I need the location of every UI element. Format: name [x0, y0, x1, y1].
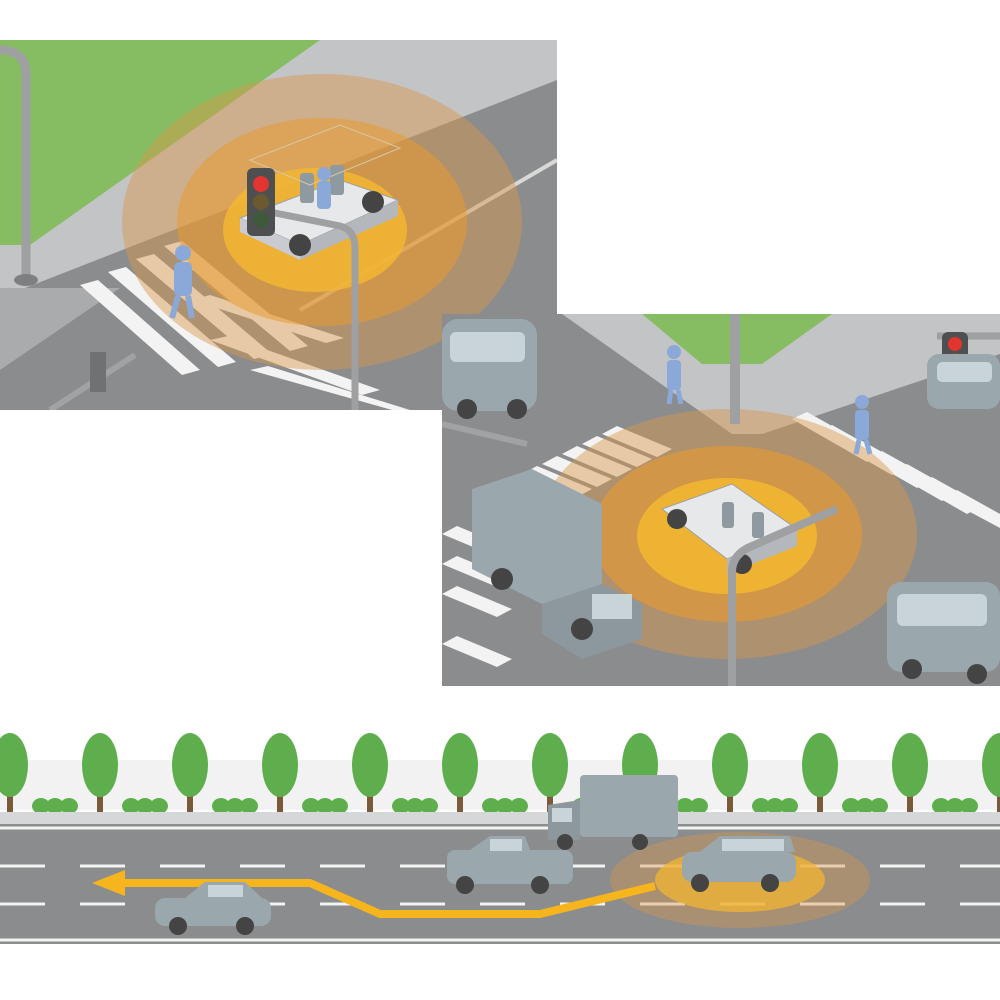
- crosswalk-scene: [0, 40, 557, 410]
- tree-icon: [82, 733, 168, 814]
- pedestrian-icon: [169, 245, 195, 319]
- sidewalk: [562, 314, 1000, 434]
- tree-icon: [802, 733, 888, 814]
- crosswalk-right: [792, 412, 1000, 528]
- bush-icon: [240, 798, 258, 814]
- bush-icon: [482, 798, 500, 814]
- bush-icon: [420, 798, 438, 814]
- van-icon: [442, 319, 537, 419]
- bush-icon: [510, 798, 528, 814]
- bush-icon: [330, 798, 348, 814]
- tree-icon: [712, 733, 798, 814]
- passenger-icon: [317, 167, 331, 209]
- bush-icon: [676, 798, 694, 814]
- bush-icon: [870, 798, 888, 814]
- bush-icon: [856, 798, 874, 814]
- highway-scene: [0, 700, 1000, 1000]
- tree-icon: [982, 733, 1000, 812]
- bush-icon: [316, 798, 334, 814]
- bush-icon: [226, 798, 244, 814]
- tree-icon: [352, 733, 438, 814]
- lamp-post-icon: [0, 45, 38, 286]
- pedestrian-icon: [666, 345, 684, 405]
- bush-icon: [496, 798, 514, 814]
- car-icon: [155, 882, 271, 935]
- car-icon: [682, 836, 796, 892]
- bush-icon: [392, 798, 410, 814]
- route-arrow-icon: [92, 870, 656, 918]
- bush-icon: [946, 798, 964, 814]
- bush-icon: [932, 798, 950, 814]
- pedestrian-icon: [853, 395, 873, 455]
- bush-icon: [766, 798, 784, 814]
- road-barrier: [48, 352, 137, 410]
- grass-lawn: [0, 40, 320, 245]
- truck-icon: [472, 469, 642, 659]
- bush-icon: [690, 798, 708, 814]
- tree-icon: [262, 733, 348, 814]
- bush-icon: [302, 798, 320, 814]
- bush-icon: [60, 798, 78, 814]
- car-icon: [927, 354, 1000, 409]
- tree-icon: [172, 733, 258, 814]
- bush-icon: [136, 798, 154, 814]
- intersection-scene-illustration: [442, 314, 1000, 686]
- crosswalk-scene-illustration: [0, 40, 557, 410]
- bush-icon: [46, 798, 64, 814]
- bush-icon: [406, 798, 424, 814]
- bush-icon: [960, 798, 978, 814]
- intersection-scene: [442, 314, 1000, 686]
- signal-pole: [730, 314, 740, 424]
- tree-icon: [0, 733, 78, 814]
- bush-icon: [780, 798, 798, 814]
- traffic-light-icon: [247, 168, 359, 410]
- bush-icon: [150, 798, 168, 814]
- road-barrier: [442, 421, 528, 447]
- car-icon: [887, 582, 1000, 684]
- tree-icon: [892, 733, 978, 814]
- bush-icon: [122, 798, 140, 814]
- bush-icon: [752, 798, 770, 814]
- bush-icon: [842, 798, 860, 814]
- car-icon: [447, 836, 573, 894]
- tree-icon: [442, 733, 528, 814]
- bush-icon: [212, 798, 230, 814]
- bush-icon: [32, 798, 50, 814]
- curb: [0, 812, 1000, 824]
- truck-icon: [548, 775, 678, 850]
- lower-sidewalk: [0, 288, 120, 370]
- highway-scene-illustration: [0, 700, 1000, 1000]
- street-light-post: [728, 505, 839, 686]
